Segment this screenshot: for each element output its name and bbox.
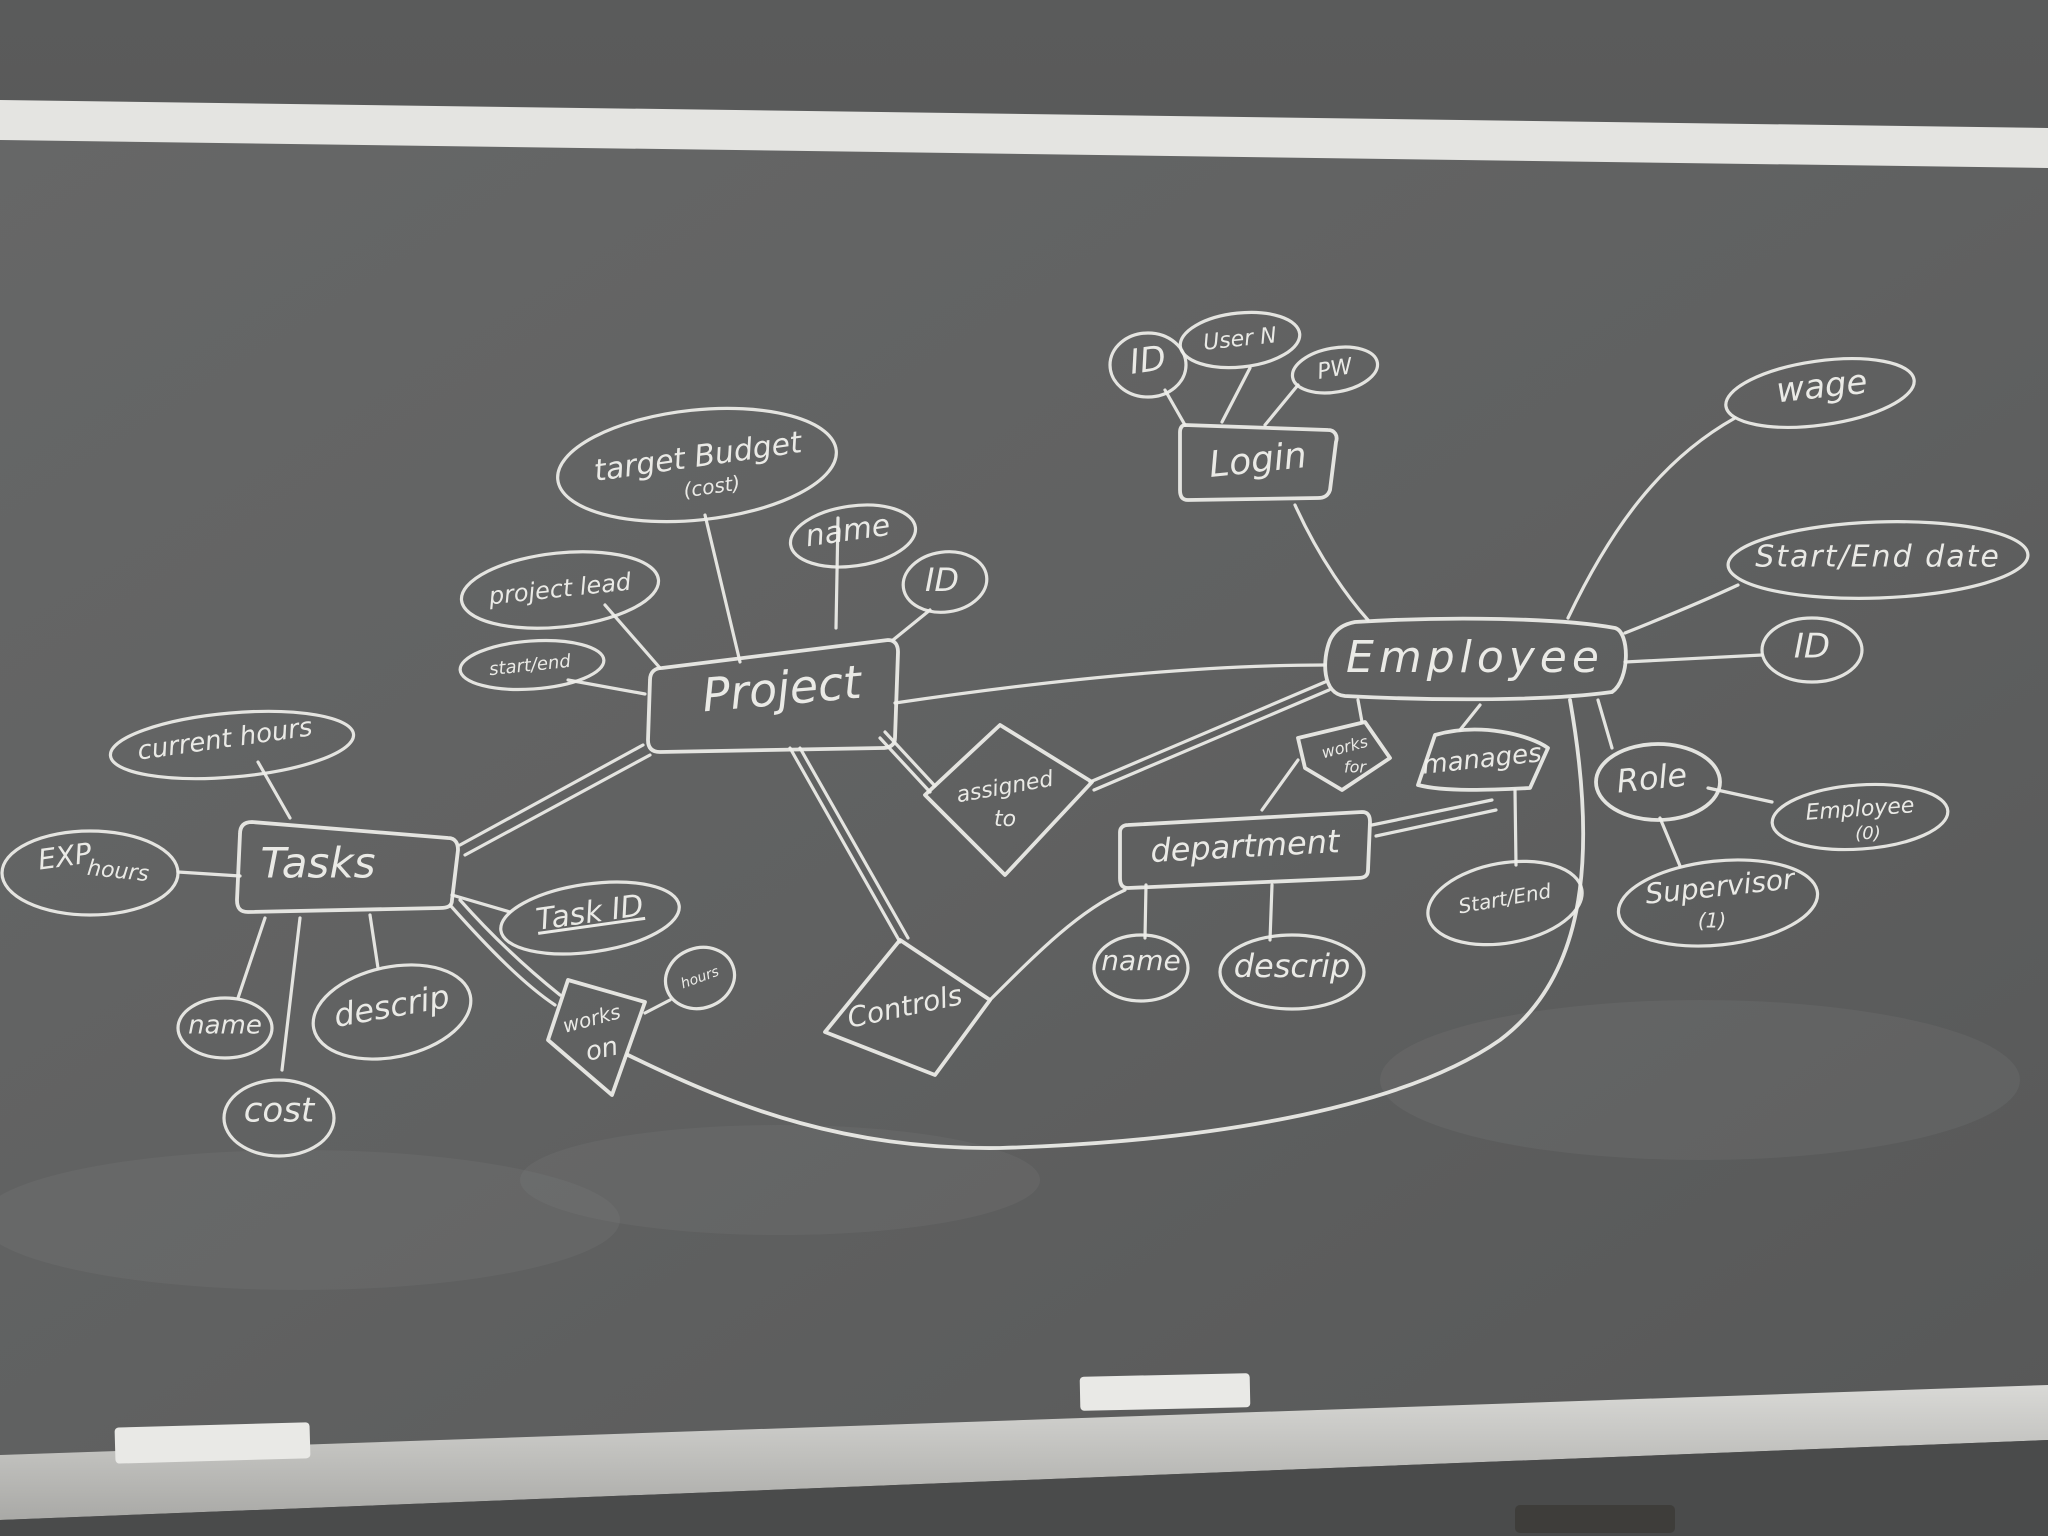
relationship-label-on: on — [583, 1031, 621, 1067]
attribute-department-name: name — [1092, 933, 1190, 1003]
eraser-smudge — [1380, 1000, 2020, 1160]
attribute-label-task-cost: cost — [244, 1091, 316, 1131]
attribute-label-role-supervisor-code: (1) — [1698, 909, 1726, 933]
relationship-label-role: Role — [1615, 755, 1689, 800]
attribute-project-name: name — [788, 503, 918, 569]
map-clip-right — [1079, 1373, 1251, 1411]
entity-employee: Employee — [1323, 616, 1628, 702]
eraser — [1515, 1505, 1675, 1533]
relationship-label-works-for-2: for — [1344, 758, 1367, 777]
entity-label-login: Login — [1207, 435, 1309, 486]
attribute-label-employee-id: ID — [1794, 627, 1830, 667]
entity-login: Login — [1178, 423, 1339, 502]
attribute-label-start-end-date: Start/End date — [1755, 540, 2001, 575]
attribute-label-exp: EXP — [36, 836, 94, 876]
attribute-login-pw: PW — [1290, 345, 1380, 395]
attribute-label-project-id: ID — [925, 561, 959, 599]
attribute-label-department-name: name — [1101, 944, 1180, 977]
entity-label-tasks: Tasks — [260, 839, 375, 888]
map-clip-left — [114, 1422, 311, 1464]
eraser-smudge — [520, 1125, 1040, 1235]
entity-tasks: Tasks — [235, 820, 460, 914]
attribute-label-login-id: ID — [1127, 338, 1168, 383]
attribute-project-id: ID — [901, 550, 989, 614]
attribute-task-cost: cost — [222, 1078, 336, 1158]
eraser-smudge — [0, 1150, 620, 1290]
relationship-role: Role — [1594, 742, 1722, 822]
attribute-label-wage: wage — [1774, 362, 1869, 411]
top-frame-rail — [0, 100, 2048, 168]
attribute-label-role-employee-code: (0) — [1855, 823, 1881, 844]
attribute-start-end-date: Start/End date — [1726, 520, 2030, 600]
attribute-employee-id: ID — [1760, 616, 1864, 684]
chalkboard-surface — [0, 140, 2048, 1455]
relationship-label-to: to — [994, 807, 1016, 832]
attribute-label-task-name: name — [188, 1011, 262, 1041]
attribute-login-id: ID — [1108, 331, 1188, 399]
attribute-department-descrip: descrip — [1218, 933, 1366, 1011]
attribute-task-name: name — [176, 996, 274, 1060]
attribute-label-department-descrip: descrip — [1234, 947, 1351, 985]
bottom-ledge — [0, 1385, 2048, 1520]
attribute-label-login-pw: PW — [1315, 354, 1355, 385]
attribute-wage: wage — [1724, 357, 1916, 429]
entity-label-employee: Employee — [1346, 632, 1604, 683]
connector-lines — [176, 366, 1774, 1150]
